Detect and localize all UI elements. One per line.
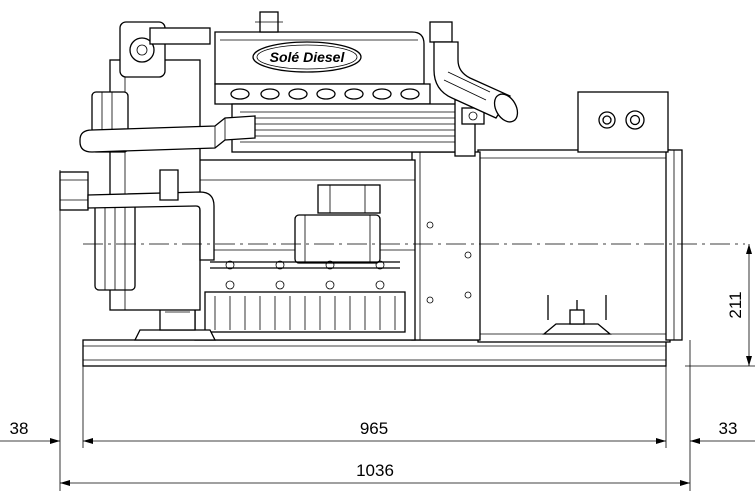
heat-exchanger: [231, 99, 485, 157]
brand-badge: [252, 41, 362, 73]
oil-pan-fins: [214, 296, 396, 330]
dim-left-offset: 38: [10, 419, 29, 438]
fuel-filter: [59, 171, 89, 211]
head-bolts: [230, 88, 420, 100]
starter-motor: [294, 184, 381, 264]
coolant-hoses: [79, 115, 256, 261]
block-bolts: [225, 260, 385, 290]
raw-water-pump: [119, 21, 211, 78]
rear-mount: [542, 295, 612, 335]
rocker-cover: Solé Diesel: [214, 11, 431, 105]
crank-pulley: [94, 199, 136, 291]
base-frame: [82, 339, 667, 367]
brand-label: Solé Diesel: [270, 49, 346, 65]
exhaust-elbow: [429, 21, 519, 123]
terminal-gland-right-icon: [625, 110, 645, 130]
front-end: [59, 21, 211, 311]
terminal-gland-left-icon: [598, 111, 616, 129]
dim-right-offset: 33: [719, 419, 738, 438]
dim-overall-length: 1036: [356, 461, 394, 480]
alternator: [411, 91, 683, 343]
dim-axis-height: 211: [726, 291, 745, 318]
dimension-annotations: 38 965 33 1036 211: [0, 170, 755, 491]
dim-base-length: 965: [360, 419, 388, 438]
